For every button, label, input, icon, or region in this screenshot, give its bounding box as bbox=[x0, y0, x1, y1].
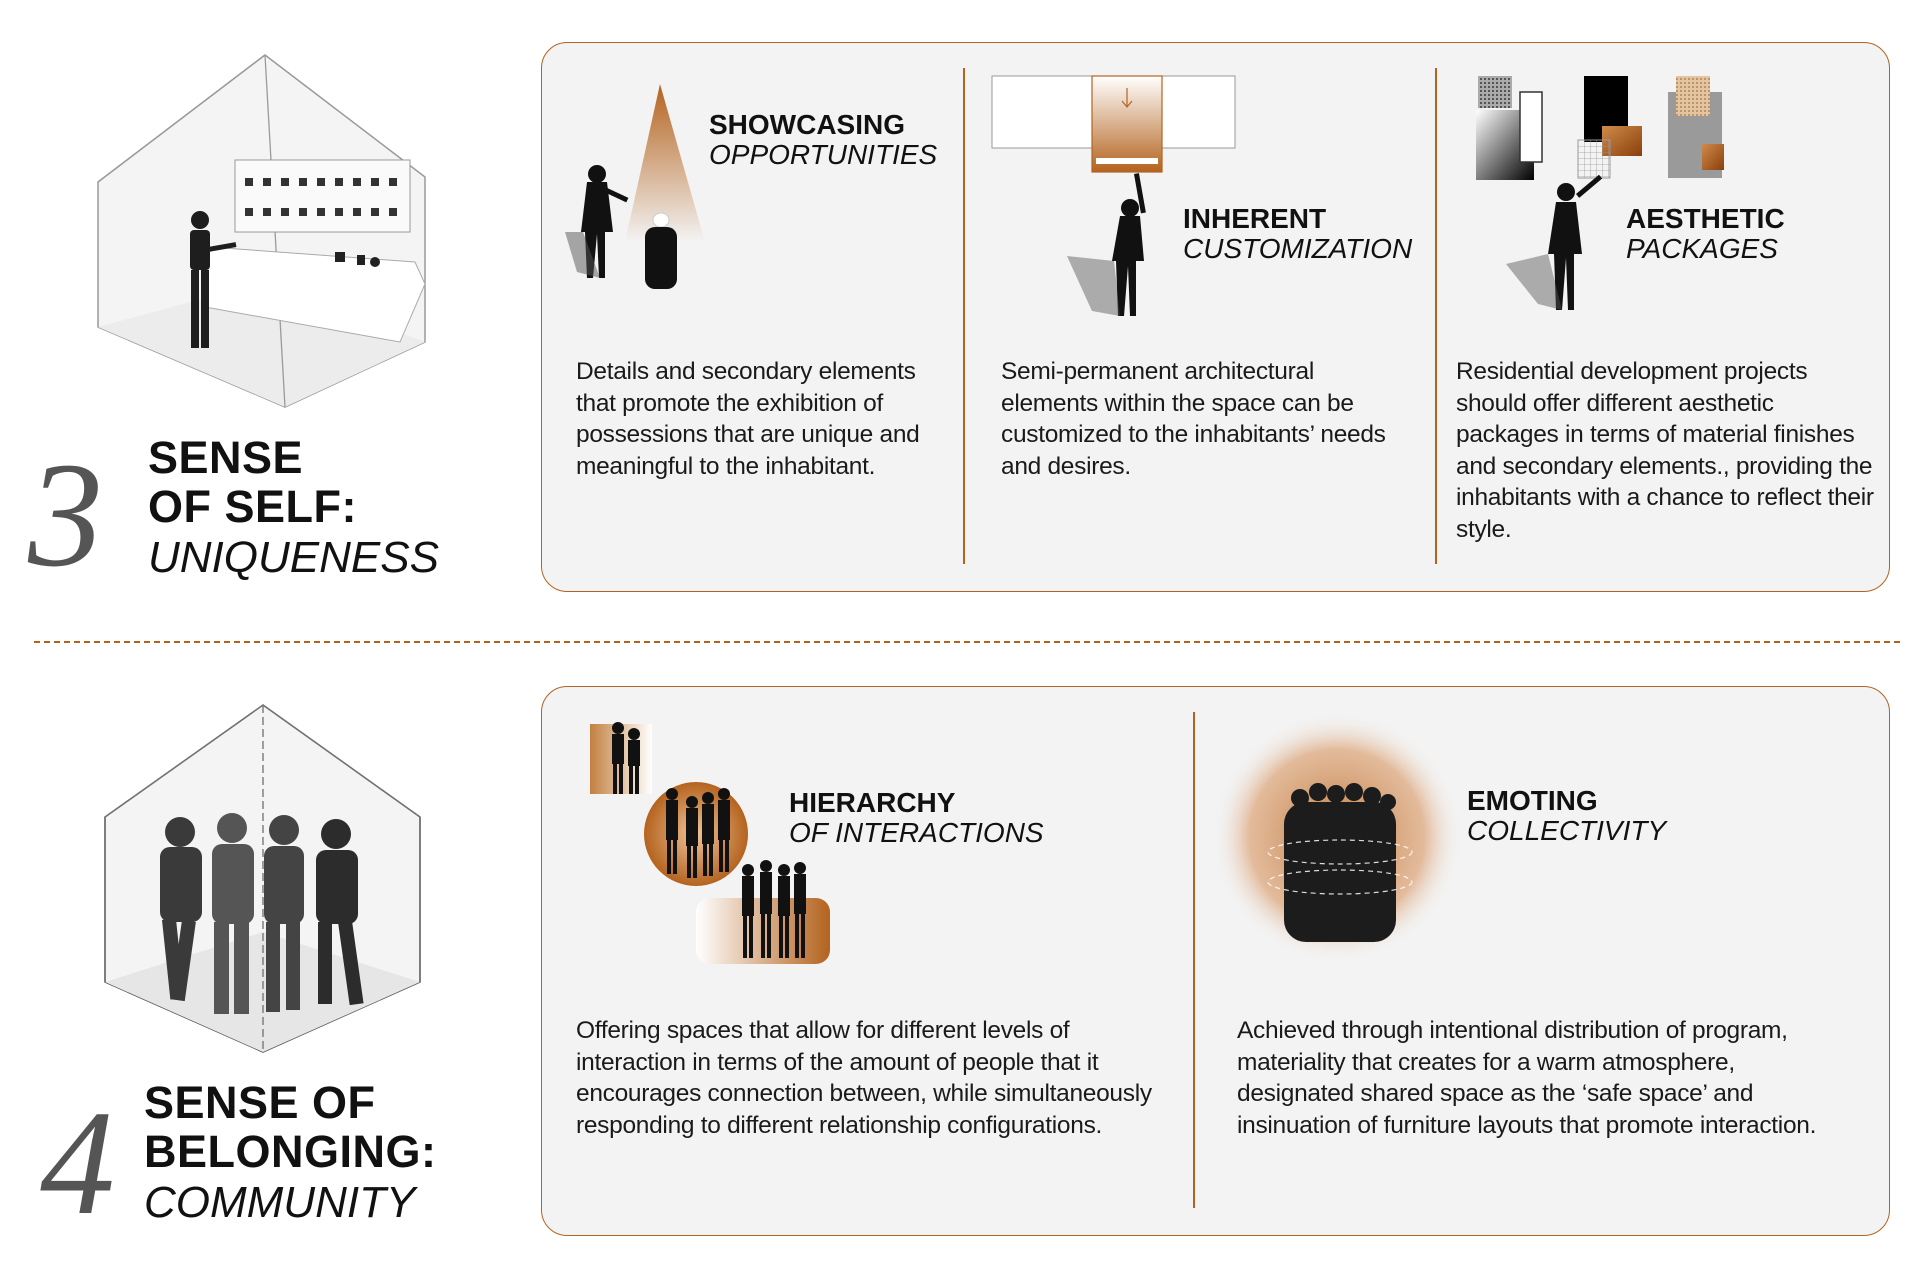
item-title-hierarchy: HIERARCHY OF INTERACTIONS bbox=[789, 788, 1044, 847]
item-subtitle: CUSTOMIZATION bbox=[1183, 232, 1413, 264]
item-title: EMOTING bbox=[1467, 785, 1598, 816]
panel-divider bbox=[963, 68, 965, 564]
group-scales-icon bbox=[590, 722, 830, 964]
item-description: Details and secondary elements that prom… bbox=[576, 358, 920, 480]
item-title: AESTHETIC bbox=[1626, 203, 1785, 234]
item-title-aesthetic: AESTHETIC PACKAGES bbox=[1626, 204, 1785, 263]
section-separator bbox=[34, 641, 1900, 643]
item-title: SHOWCASING bbox=[709, 109, 905, 140]
item-title-showcasing: SHOWCASING OPPORTUNITIES bbox=[709, 110, 937, 169]
material-swatches-icon bbox=[1476, 76, 1724, 310]
item-title-emoting: EMOTING COLLECTIVITY bbox=[1467, 786, 1666, 845]
house-uniqueness-illustration bbox=[97, 54, 426, 408]
section-title-line2: BELONGING: bbox=[144, 1126, 437, 1178]
warm-glow-crowd-icon bbox=[1212, 712, 1462, 962]
panel-divider bbox=[1193, 712, 1195, 1208]
section-title-line2: OF SELF: bbox=[148, 481, 357, 533]
item-subtitle: PACKAGES bbox=[1626, 232, 1778, 264]
item-title: INHERENT bbox=[1183, 203, 1327, 234]
custom-panel-icon bbox=[991, 75, 1236, 316]
section-subtitle: UNIQUENESS bbox=[148, 532, 439, 582]
section-title-line1: SENSE OF bbox=[144, 1077, 376, 1128]
section-title-4: SENSE OF BELONGING: COMMUNITY bbox=[144, 1079, 437, 1226]
item-subtitle: OF INTERACTIONS bbox=[789, 816, 1044, 848]
house-community-illustration bbox=[104, 704, 421, 1053]
section-title-3: SENSE OF SELF: UNIQUENESS bbox=[148, 434, 439, 581]
item-description: Achieved through intentional distributio… bbox=[1237, 1017, 1817, 1139]
item-subtitle: OPPORTUNITIES bbox=[709, 138, 938, 170]
item-title-inherent: INHERENT CUSTOMIZATION bbox=[1183, 204, 1412, 263]
section-number-4: 4 bbox=[40, 1080, 115, 1246]
section-number-3: 3 bbox=[28, 432, 103, 598]
item-title: HIERARCHY bbox=[789, 787, 956, 818]
section-subtitle: COMMUNITY bbox=[144, 1177, 416, 1227]
uniqueness-panel bbox=[541, 42, 1890, 592]
item-subtitle: COLLECTIVITY bbox=[1467, 814, 1667, 846]
item-description: Semi-permanent architectural elements wi… bbox=[1001, 358, 1386, 480]
panel-divider bbox=[1435, 68, 1437, 564]
item-description: Offering spaces that allow for different… bbox=[576, 1017, 1152, 1139]
spotlight-pedestal-icon bbox=[565, 84, 705, 289]
section-title-line1: SENSE bbox=[148, 432, 304, 483]
item-description: Residential development projects should … bbox=[1456, 358, 1874, 543]
